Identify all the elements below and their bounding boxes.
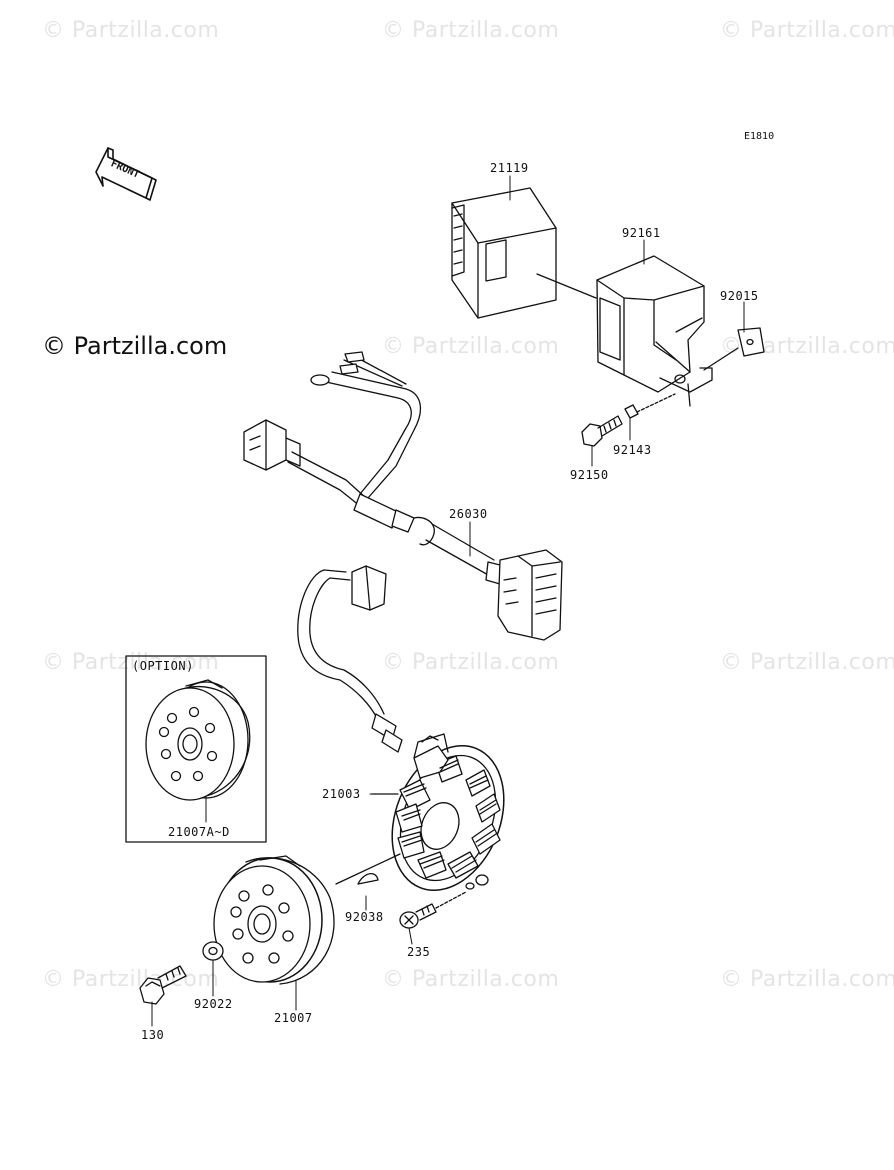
watermark-dark: © Partzilla.com (42, 332, 228, 360)
watermark: © Partzilla.com (720, 967, 894, 992)
collar-92143 (624, 393, 676, 419)
watermark: © Partzilla.com (382, 967, 560, 992)
part-label-92150[interactable]: 92150 (570, 468, 609, 482)
watermark: © Partzilla.com (42, 18, 220, 43)
clip-92015 (703, 327, 765, 371)
flywheel-option-21007a-d (145, 679, 251, 801)
part-label-21119[interactable]: 21119 (490, 161, 529, 175)
part-label-92015[interactable]: 92015 (720, 289, 759, 303)
watermark: © Partzilla.com (42, 967, 220, 992)
part-label-92161[interactable]: 92161 (622, 226, 661, 240)
cdi-unit-21119 (451, 187, 597, 319)
watermark: © Partzilla.com (382, 334, 560, 359)
option-box (125, 655, 267, 843)
option-label: (OPTION) (132, 659, 194, 673)
part-label-235[interactable]: 235 (407, 945, 431, 959)
part-label-26030[interactable]: 26030 (449, 507, 488, 521)
watermark: © Partzilla.com (720, 650, 894, 675)
leader-lines (151, 175, 745, 1027)
regulator-92161 (596, 255, 713, 407)
watermark: © Partzilla.com (382, 18, 560, 43)
part-label-21007a-d[interactable]: 21007A~D (168, 825, 230, 839)
diagram-code: E1810 (744, 131, 775, 142)
wire-harness-26030 (243, 351, 563, 641)
part-label-92038[interactable]: 92038 (345, 910, 384, 924)
watermark: © Partzilla.com (382, 650, 560, 675)
bolt-92150 (581, 415, 623, 447)
part-label-92022[interactable]: 92022 (194, 997, 233, 1011)
bolt-130 (139, 965, 187, 1005)
part-label-21007[interactable]: 21007 (274, 1011, 313, 1025)
front-arrow-icon (95, 147, 157, 201)
flywheel-21007 (213, 855, 335, 985)
part-label-130[interactable]: 130 (141, 1028, 165, 1042)
watermark: © Partzilla.com (42, 650, 220, 675)
stator-21003 (297, 565, 505, 891)
part-label-21003[interactable]: 21003 (322, 787, 361, 801)
screw-235 (399, 891, 467, 929)
watermark: © Partzilla.com (720, 18, 894, 43)
part-label-92143[interactable]: 92143 (613, 443, 652, 457)
washer-92022 (202, 941, 224, 961)
key-92038 (335, 853, 401, 885)
